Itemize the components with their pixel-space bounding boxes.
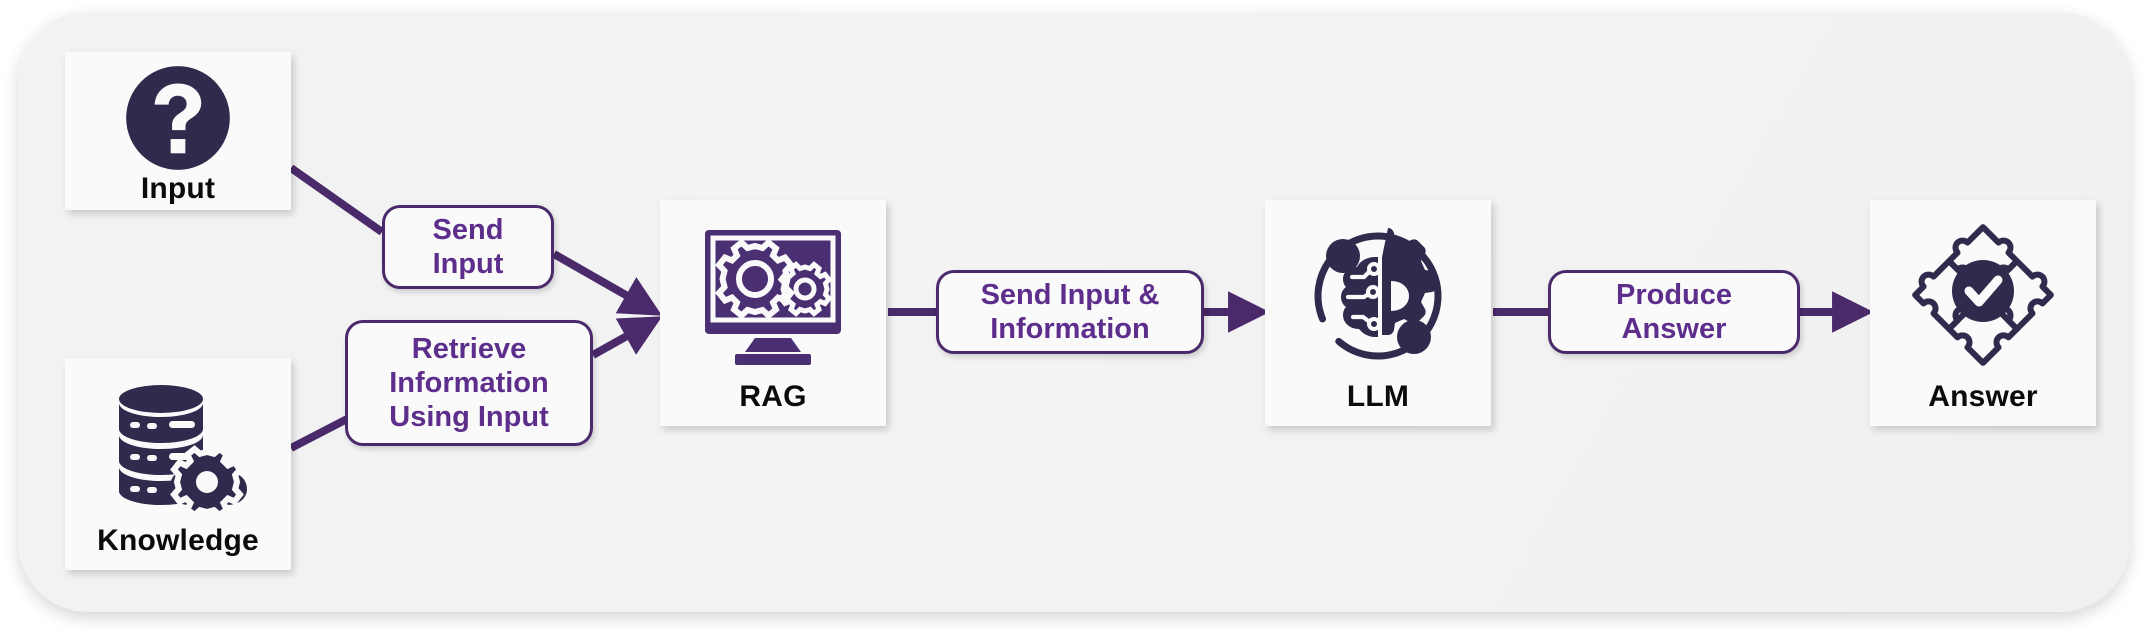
edge-label-retrieve-information-using-input[interactable]: Retrieve Information Using Input bbox=[345, 320, 593, 446]
edge-label-line: Retrieve bbox=[411, 332, 527, 365]
edge-label-line: Information bbox=[389, 366, 549, 399]
edge-label-produce-answer[interactable]: Produce Answer bbox=[1548, 270, 1800, 354]
edge-label-line: Produce bbox=[1615, 278, 1733, 311]
edge-label-line: Send bbox=[432, 213, 504, 246]
question-mark-circle-icon bbox=[124, 64, 232, 172]
node-input[interactable]: Input bbox=[65, 52, 291, 210]
node-answer[interactable]: Answer bbox=[1870, 200, 2096, 426]
puzzle-check-icon bbox=[1907, 212, 2059, 380]
database-gear-icon bbox=[103, 370, 253, 524]
node-knowledge-caption: Knowledge bbox=[97, 524, 259, 557]
monitor-gears-icon bbox=[697, 212, 849, 380]
node-answer-caption: Answer bbox=[1928, 380, 2038, 413]
node-rag-caption: RAG bbox=[739, 380, 807, 413]
node-knowledge[interactable]: Knowledge bbox=[65, 358, 291, 570]
edge-label-line: Answer bbox=[1621, 313, 1727, 345]
edge-label-line: Using Input bbox=[389, 401, 549, 434]
brain-gear-circuit-icon bbox=[1303, 212, 1453, 380]
node-llm-caption: LLM bbox=[1346, 380, 1410, 413]
edge-label-line: Information bbox=[990, 313, 1150, 345]
node-rag[interactable]: RAG bbox=[660, 200, 886, 426]
node-input-caption: Input bbox=[140, 172, 216, 205]
edge-label-line: Send Input & bbox=[980, 278, 1160, 311]
edge-label-send-input-and-information[interactable]: Send Input & Information bbox=[936, 270, 1204, 354]
node-llm[interactable]: LLM bbox=[1265, 200, 1491, 426]
edge-label-line: Input bbox=[432, 248, 504, 280]
edge-label-send-input[interactable]: Send Input bbox=[382, 205, 554, 289]
